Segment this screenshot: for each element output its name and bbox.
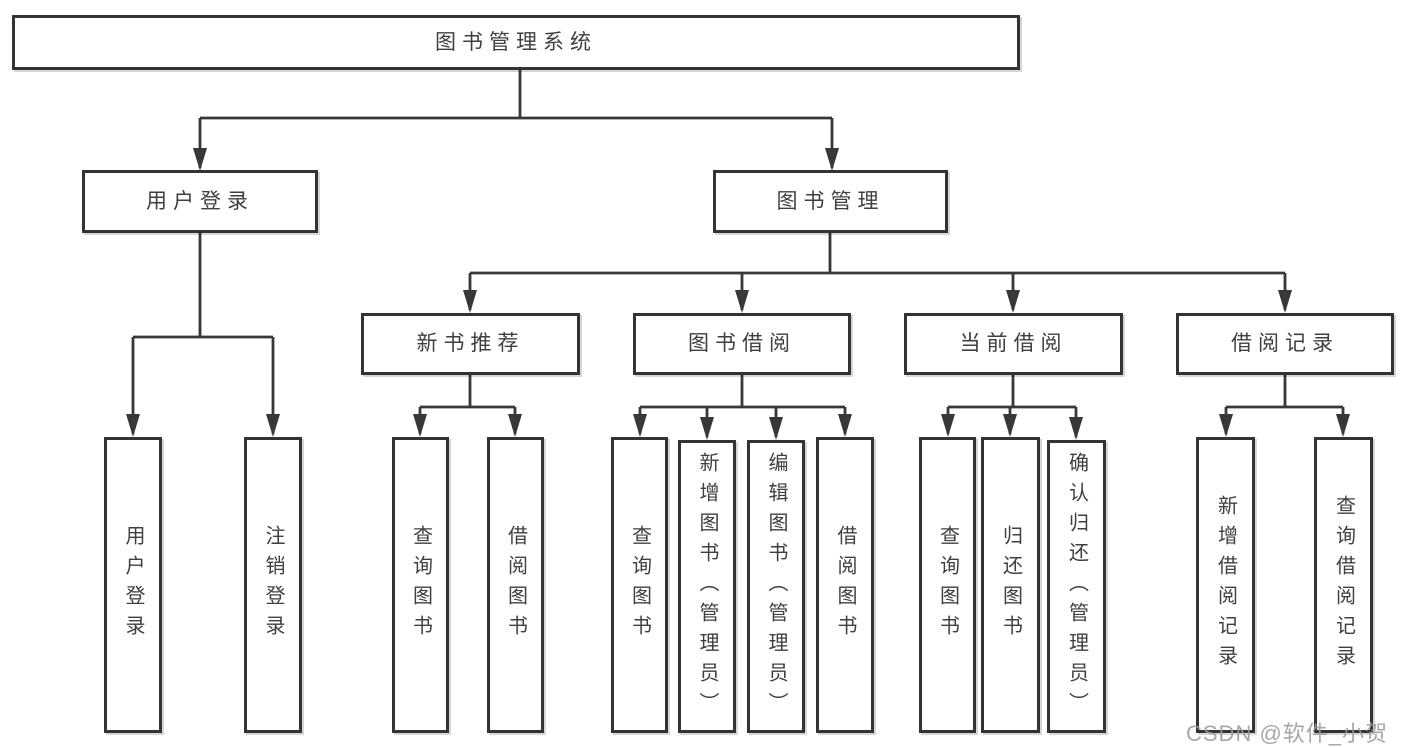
node-label: 注销登录: [262, 525, 284, 645]
node-label: 确认归还（管理员）: [1065, 451, 1088, 722]
leaf-borrow-books: 借阅图书: [816, 437, 874, 733]
node-label: 新增借阅记录: [1214, 495, 1237, 675]
leaf-query-books-borrow: 查询图书: [611, 437, 668, 733]
node-label: 查询借阅记录: [1332, 495, 1355, 675]
node-book-management: 图书管理: [713, 170, 948, 233]
connector-book-mgmt-split: [468, 233, 1287, 310]
connector-root-split: [198, 70, 834, 168]
node-current-borrow: 当前借阅: [904, 313, 1123, 375]
leaf-query-borrow-record: 查询借阅记录: [1314, 437, 1373, 733]
leaf-return-books: 归还图书: [981, 437, 1040, 733]
node-label: 图书管理系统: [435, 30, 597, 54]
node-label: 借阅记录: [1231, 332, 1339, 356]
connector-records-split: [1224, 375, 1345, 434]
leaf-query-books-current: 查询图书: [919, 437, 976, 733]
node-label: 用户登录: [146, 189, 254, 213]
connector-new-books-split: [418, 375, 517, 434]
leaf-user-login: 用户登录: [104, 437, 162, 733]
node-label: 编辑图书（管理员）: [765, 451, 787, 722]
node-label: 查询图书: [936, 525, 959, 645]
node-borrow-records: 借阅记录: [1176, 313, 1394, 375]
node-book-borrow: 图书借阅: [633, 313, 851, 375]
node-label: 图书管理: [776, 189, 885, 213]
node-label: 借阅图书: [504, 525, 527, 645]
node-label: 新书推荐: [416, 332, 525, 356]
connector-borrow-split: [638, 375, 847, 437]
node-label: 当前借阅: [959, 332, 1068, 356]
node-label: 图书借阅: [688, 332, 796, 356]
node-label: 用户登录: [122, 525, 144, 645]
node-label: 借阅图书: [834, 525, 856, 645]
leaf-borrow-books-recommend: 借阅图书: [487, 437, 544, 733]
node-label: 归还图书: [999, 525, 1022, 645]
node-library-system: 图书管理系统: [12, 15, 1020, 70]
node-new-book-recommend: 新书推荐: [361, 313, 580, 375]
watermark: CSDN @软件_小贺同学: [1186, 721, 1389, 746]
arrowheads: [126, 148, 1350, 440]
node-label: 查询图书: [409, 525, 432, 645]
leaf-query-books-recommend: 查询图书: [392, 437, 449, 733]
connector-user-login-split: [131, 233, 275, 434]
leaf-add-borrow-record: 新增借阅记录: [1196, 437, 1255, 733]
leaf-confirm-return-admin: 确认归还（管理员）: [1047, 440, 1106, 733]
node-label: 新增图书（管理员）: [696, 451, 718, 722]
leaf-logout-login: 注销登录: [244, 437, 302, 733]
leaf-edit-books-admin: 编辑图书（管理员）: [747, 440, 805, 733]
node-label: 查询图书: [628, 525, 651, 645]
leaf-add-books-admin: 新增图书（管理员）: [678, 440, 736, 733]
node-user-login: 用户登录: [82, 170, 318, 233]
